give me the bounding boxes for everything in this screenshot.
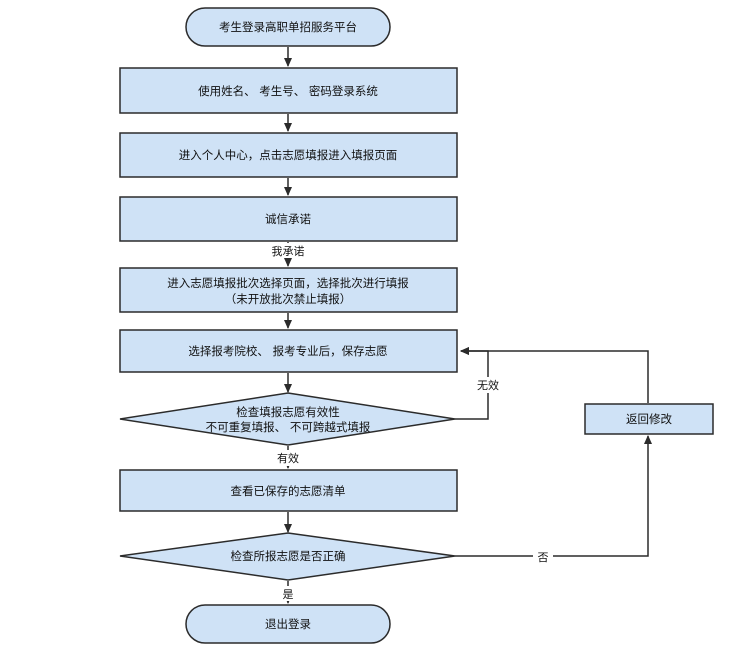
logout-label: 退出登录 [265, 617, 311, 631]
select-batch-node [119, 267, 458, 313]
select-school-node [119, 329, 458, 373]
edge-label-no: 否 [538, 551, 549, 564]
check-valid-decision [119, 392, 456, 446]
enter-center-node [119, 132, 458, 178]
select-batch-label-1: 进入志愿填报批次选择页面，选择批次进行填报 [167, 276, 409, 290]
enter-center-label: 进入个人中心，点击志愿填报进入填报页面 [179, 148, 398, 162]
edge-label-promise: 我承诺 [272, 245, 305, 258]
check-correct-decision [119, 532, 456, 581]
edge-label-valid: 有效 [277, 451, 299, 465]
view-list-label: 查看已保存的志愿清单 [231, 484, 346, 498]
login-label: 使用姓名、 考生号、 密码登录系统 [198, 84, 378, 98]
select-school-label: 选择报考院校、 报考专业后，保存志愿 [188, 344, 387, 358]
logout-node [185, 604, 391, 644]
start-label: 考生登录高职单招服务平台 [219, 20, 357, 34]
start-node [185, 7, 391, 47]
edge-label-invalid: 无效 [477, 378, 499, 392]
check-valid-label-1: 检查填报志愿有效性 [236, 405, 340, 419]
login-node [119, 67, 458, 114]
view-list-node [119, 469, 458, 512]
return-modify-node [584, 403, 714, 435]
select-batch-label-2: （未开放批次禁止填报） [225, 292, 352, 306]
return-modify-label: 返回修改 [626, 412, 672, 426]
check-valid-label-2: 不可重复填报、 不可跨越式填报 [206, 420, 371, 434]
edge-no-to-return [455, 435, 652, 557]
edge-label-yes: 是 [283, 588, 294, 601]
integrity-label: 诚信承诺 [265, 212, 311, 226]
check-correct-label: 检查所报志愿是否正确 [231, 549, 346, 563]
edge-return-to-school [460, 347, 649, 403]
integrity-node [119, 196, 458, 242]
